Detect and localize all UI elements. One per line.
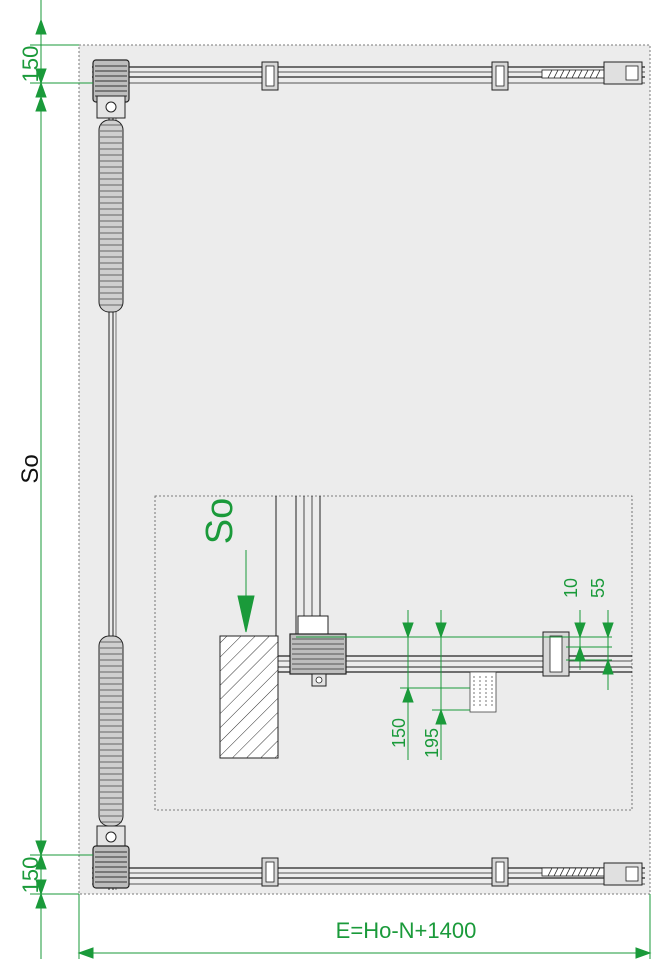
dim-width-formula: E=Ho-N+1400	[336, 918, 477, 943]
torsion-spring-top	[98, 119, 124, 313]
lintel-block	[219, 635, 279, 759]
detail-so-label: So	[199, 498, 241, 544]
dim-detail-10: 10	[561, 578, 581, 598]
dim-bottom-150: 150	[18, 857, 43, 894]
cable-drum-top	[92, 59, 130, 119]
torsion-spring-bottom	[98, 635, 124, 827]
rail-bracket-bottom-2	[491, 857, 509, 887]
detail-drum	[289, 633, 347, 687]
tension-spring-bottom	[541, 862, 643, 886]
dim-detail-55: 55	[588, 578, 608, 598]
dim-top-150: 150	[18, 46, 43, 83]
rail-bracket-top-1	[261, 61, 279, 91]
detail-frame	[154, 495, 633, 811]
dimension-lines	[30, 0, 652, 959]
detail-hanger-bracket	[469, 671, 497, 713]
rail-bracket-bottom-1	[261, 857, 279, 887]
cable-drum-bottom	[92, 825, 130, 889]
dim-detail-195: 195	[422, 728, 442, 758]
dim-detail-150: 150	[389, 718, 409, 748]
rail-bracket-top-2	[491, 61, 509, 91]
dim-left-height: So	[17, 454, 44, 483]
ceiling-panel	[78, 44, 651, 895]
tension-spring-top	[541, 61, 643, 85]
detail-right-bracket	[542, 631, 570, 677]
